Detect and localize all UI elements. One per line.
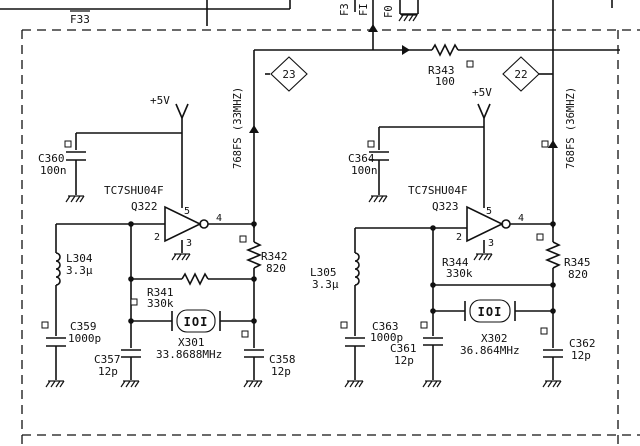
c361-value: 12p [394,354,414,367]
l304-ref: L304 [66,252,93,265]
c357-value: 12p [98,365,118,378]
q322-pin-2: 2 [154,232,160,243]
supply-right-label: +5V [472,86,492,99]
r343-value: 100 [435,75,455,88]
net-label-f3-partial: F3 [339,3,351,16]
q322-pin-5: 5 [184,206,190,217]
r345-ref: R345 [564,256,591,269]
r342-value: 820 [266,262,286,275]
supply-left-label: +5V [150,94,170,107]
r344-value: 330k [446,267,473,280]
q323-ref: Q323 [432,200,459,213]
c358-ref: C358 [269,353,296,366]
l305-value: 3.3μ [312,278,339,291]
l304-value: 3.3μ [66,264,93,277]
c362-ref: C362 [569,337,596,350]
r341-value: 330k [147,297,174,310]
r344-ref: R344 [442,256,469,269]
signal-left-label: 768FS (33MHZ) [232,87,244,169]
net-label-f33: F33 [70,13,90,26]
l305-ref: L305 [310,266,337,279]
c364-ref: C364 [348,152,375,165]
net-label-f0-partial: F0 [383,5,395,18]
q323-pin-2: 2 [456,232,462,243]
c360-ref: C360 [38,152,65,165]
test-point-22: 22 [502,56,540,92]
pin-markers [41,60,549,338]
test-point-23: 23 [270,56,308,92]
x301-frequency: 33.8688MHz [156,348,222,361]
q323-part-number: TC7SHU04F [408,184,468,197]
top-partial-area: F33 F3 FI F0 [0,0,613,50]
c359-ref: C359 [70,320,97,333]
x302-frequency: 36.864MHz [460,344,520,357]
c359-value: 1000p [68,332,101,345]
x302-ref: X302 [481,332,508,345]
c363-value: 1000p [370,331,403,344]
c362-value: 12p [571,349,591,362]
net-label-fi-partial: FI [358,3,370,16]
r342-ref: R342 [261,250,288,263]
q323-pin-5: 5 [486,206,492,217]
q322-pin-3: 3 [186,238,192,249]
c364-value: 100n [351,164,378,177]
q323-pin-3: 3 [488,238,494,249]
q322-part-number: TC7SHU04F [104,184,164,197]
x302-crystal-marking: IOI [478,305,503,319]
q323-pin-4: 4 [518,213,524,224]
q322-ref: Q322 [131,200,158,213]
board-boundary [21,29,640,446]
c363-ref: C363 [372,320,399,333]
q322-pin-4: 4 [216,213,222,224]
x301-crystal-marking: IOI [184,315,209,329]
test-point-23-label: 23 [282,68,295,81]
r345-value: 820 [568,268,588,281]
c360-value: 100n [40,164,67,177]
right-oscillator-wiring [344,0,620,388]
c361-ref: C361 [390,342,417,355]
left-oscillator-wiring [45,49,400,388]
signal-right-label: 768FS (36MHZ) [565,87,577,169]
r341-ref: R341 [147,286,174,299]
test-point-22-label: 22 [514,68,527,81]
c358-value: 12p [271,365,291,378]
x301-ref: X301 [178,336,205,349]
c357-ref: C357 [94,353,121,366]
r343-ref: R343 [428,64,455,77]
